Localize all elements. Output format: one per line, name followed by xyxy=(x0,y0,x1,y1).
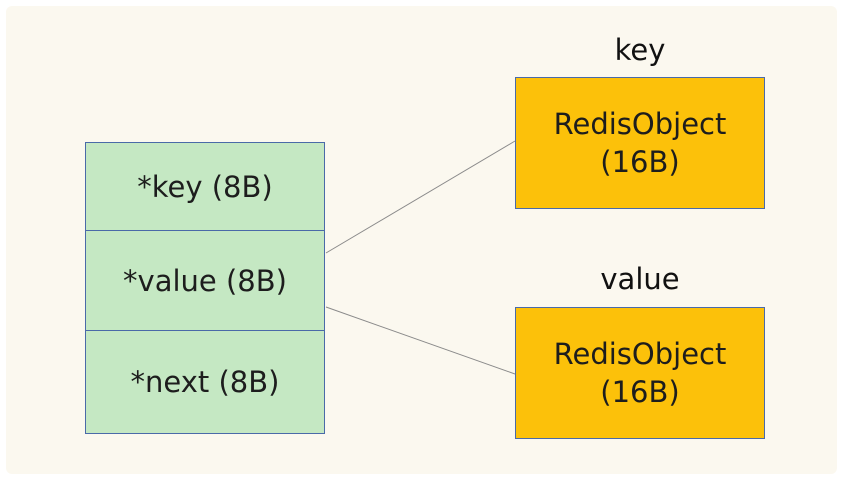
key-caption: key xyxy=(614,33,666,67)
key-pointer-line xyxy=(325,140,516,254)
entry-key-field: *key (8B) xyxy=(137,169,273,204)
value-pointer-line xyxy=(325,306,516,375)
value-object-size: (16B) xyxy=(600,375,680,409)
value-caption: value xyxy=(600,262,680,296)
key-redis-object: RedisObject (16B) xyxy=(515,77,765,209)
entry-value-field: *value (8B) xyxy=(86,230,324,330)
value-object-name: RedisObject xyxy=(553,337,727,371)
dict-entry-box: *key (8B) *value (8B) *next (8B) xyxy=(85,142,325,434)
value-redis-object: RedisObject (16B) xyxy=(515,307,765,439)
key-object-size: (16B) xyxy=(600,145,680,179)
entry-next-field: *next (8B) xyxy=(86,330,324,433)
key-object-name: RedisObject xyxy=(553,107,727,141)
